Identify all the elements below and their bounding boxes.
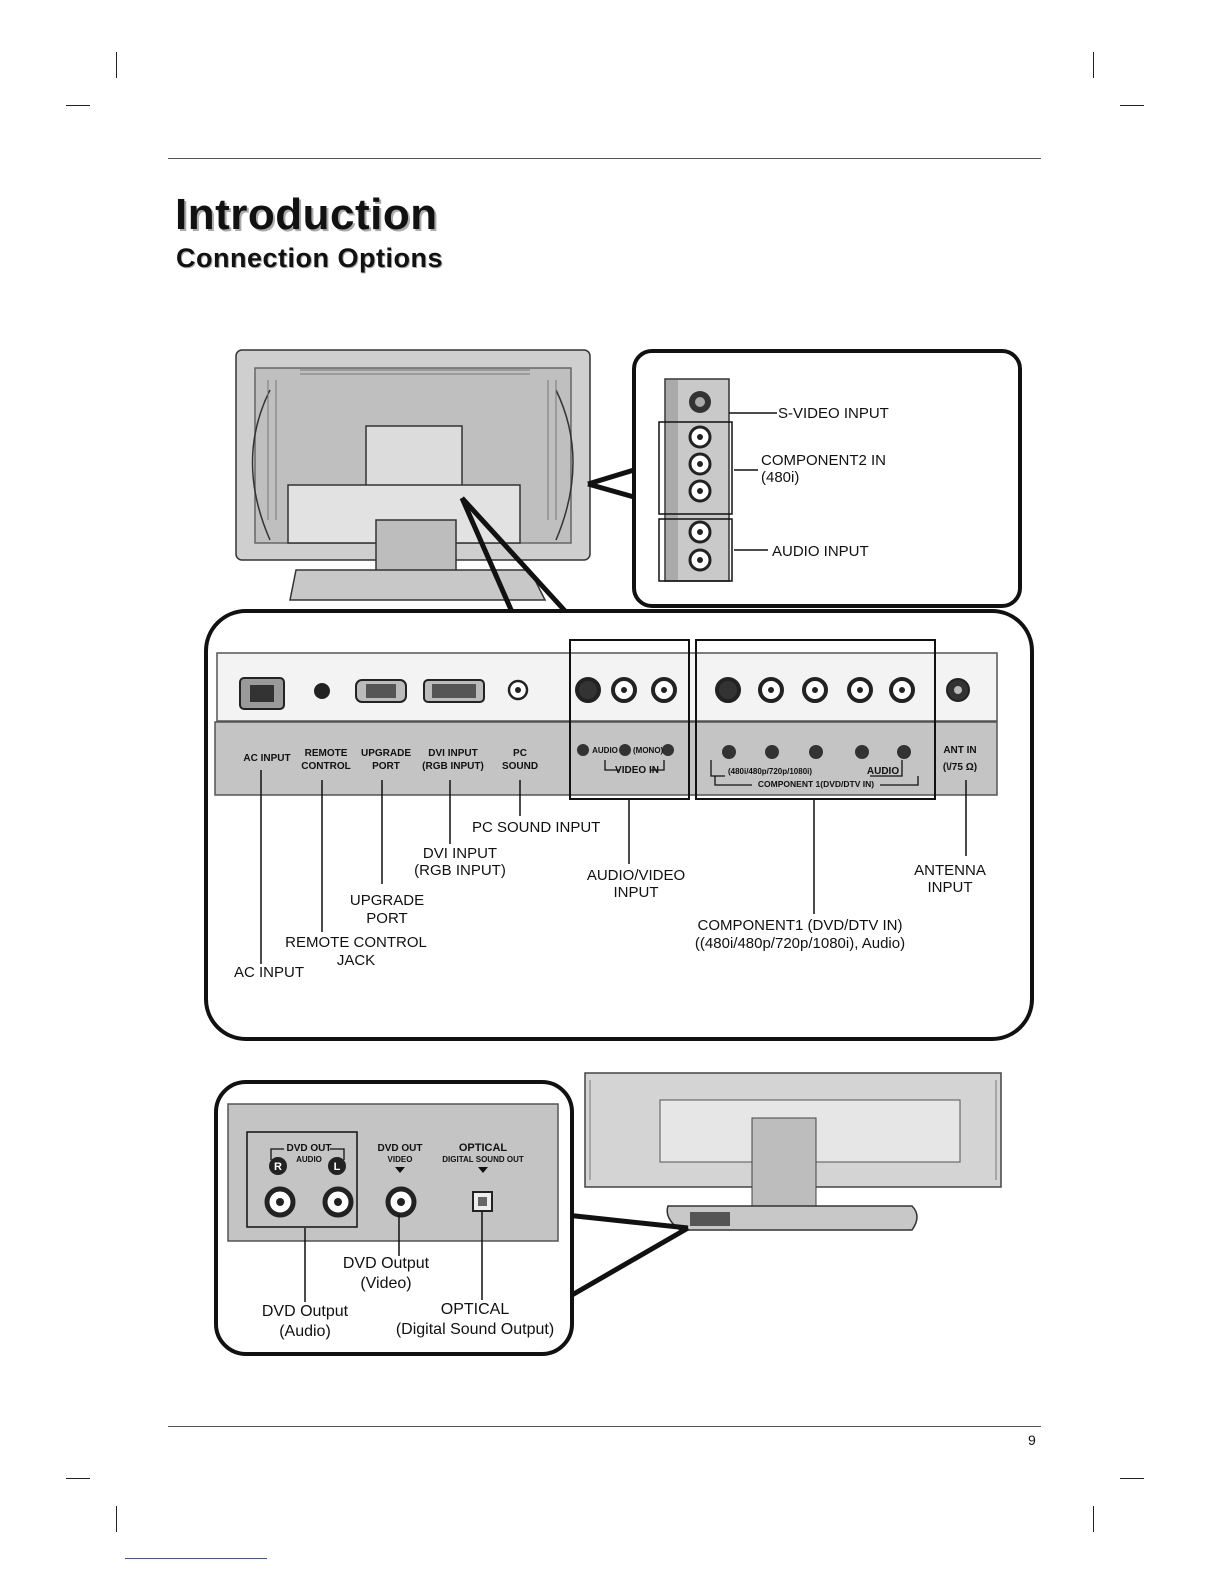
component2-resolution-label: (480i): [761, 469, 800, 486]
callout-dvi-line2: (RGB INPUT): [414, 862, 506, 879]
rear-connectors: [239, 639, 970, 800]
crop-mark: [116, 1506, 117, 1532]
callout-dvd-audio-line1: DVD Output: [261, 1303, 349, 1320]
crop-mark: [116, 52, 117, 78]
callout-upgrade-line1: UPGRADE: [349, 892, 425, 909]
panel-optical-sub: DIGITAL SOUND OUT: [442, 1155, 524, 1164]
callout-dvi-line1: DVI INPUT: [422, 845, 498, 862]
page-number: 9: [1028, 1432, 1036, 1448]
audio-input-label: AUDIO INPUT: [772, 543, 869, 560]
panel-dvd-out-audio: DVD OUT: [286, 1143, 332, 1154]
panel-pc-line1: PC: [513, 748, 527, 759]
component2-label: COMPONENT2 IN: [761, 452, 887, 469]
footer-underline: [125, 1558, 267, 1559]
crop-mark: [66, 105, 90, 106]
svg-text:R: R: [274, 1161, 282, 1173]
tv-rear-body: [235, 349, 591, 601]
panel-audio-component: AUDIO: [866, 766, 900, 777]
panel-pc-line2: SOUND: [501, 761, 539, 772]
callout-antenna-line2: INPUT: [927, 879, 973, 896]
crop-mark: [66, 1478, 90, 1479]
crop-mark: [1120, 1478, 1144, 1479]
panel-dvi-line2: (RGB INPUT): [422, 761, 484, 772]
panel-dvd-out-video: DVD OUT: [377, 1143, 423, 1154]
callout-component1-line1: COMPONENT1 (DVD/DTV IN): [697, 917, 903, 934]
footer-rule: [168, 1426, 1041, 1427]
callout-av-line1: AUDIO/VIDEO: [586, 867, 686, 884]
panel-video-in: VIDEO IN: [615, 765, 659, 776]
callout-remote-line2: JACK: [336, 952, 376, 969]
svg-text:L: L: [334, 1161, 341, 1173]
page-title: Introduction: [175, 190, 438, 239]
side-jack-callout: [632, 349, 1022, 608]
callout-dvd-video-line2: (Video): [360, 1275, 412, 1292]
crop-mark: [1093, 1506, 1094, 1532]
panel-audio-small: AUDIO: [592, 746, 618, 755]
panel-upgrade-line2: PORT: [372, 761, 400, 772]
panel-ant-ohm: (\/75 Ω): [942, 762, 978, 773]
callout-antenna-line1: ANTENNA: [914, 862, 986, 879]
panel-ac-input: AC INPUT: [243, 753, 291, 764]
page-subtitle: Connection Options: [176, 243, 443, 273]
callout-av-line2: INPUT: [613, 884, 659, 901]
panel-upgrade-line1: UPGRADE: [360, 748, 411, 759]
crop-mark: [1093, 52, 1094, 78]
callout-dvd-audio-line2: (Audio): [279, 1323, 331, 1340]
crop-mark: [1120, 105, 1144, 106]
dvd-output-jacks: R L: [264, 1148, 493, 1218]
callout-dvd-video-line1: DVD Output: [342, 1255, 430, 1272]
panel-remote-line2: CONTROL: [301, 761, 351, 772]
panel-dvd-out-audio-sub: AUDIO: [296, 1155, 322, 1164]
callout-optical-line1: OPTICAL: [440, 1301, 510, 1318]
header-rule: [168, 158, 1041, 159]
panel-dvi-line1: DVI INPUT: [428, 748, 478, 759]
callout-optical-line2: (Digital Sound Output): [395, 1321, 555, 1338]
side-jack-strip: [658, 378, 733, 582]
panel-resolution: (480i/480p/720p/1080i): [727, 767, 813, 776]
callout-component1-line2: ((480i/480p/720p/1080i), Audio): [694, 935, 906, 952]
callout-ac-input: AC INPUT: [234, 964, 305, 981]
panel-component1: COMPONENT 1(DVD/DTV IN): [757, 779, 875, 789]
panel-dvd-out-video-sub: VIDEO: [387, 1155, 413, 1164]
svideo-input-label: S-VIDEO INPUT: [778, 405, 889, 422]
callout-upgrade-line2: PORT: [366, 910, 408, 927]
callout-pc-sound: PC SOUND INPUT: [472, 819, 601, 836]
callout-remote-line1: REMOTE CONTROL: [285, 934, 427, 951]
panel-mono: (MONO): [633, 746, 664, 755]
panel-remote-line1: REMOTE: [304, 748, 348, 759]
panel-optical: OPTICAL: [458, 1142, 508, 1154]
panel-ant-in: ANT IN: [943, 745, 977, 756]
